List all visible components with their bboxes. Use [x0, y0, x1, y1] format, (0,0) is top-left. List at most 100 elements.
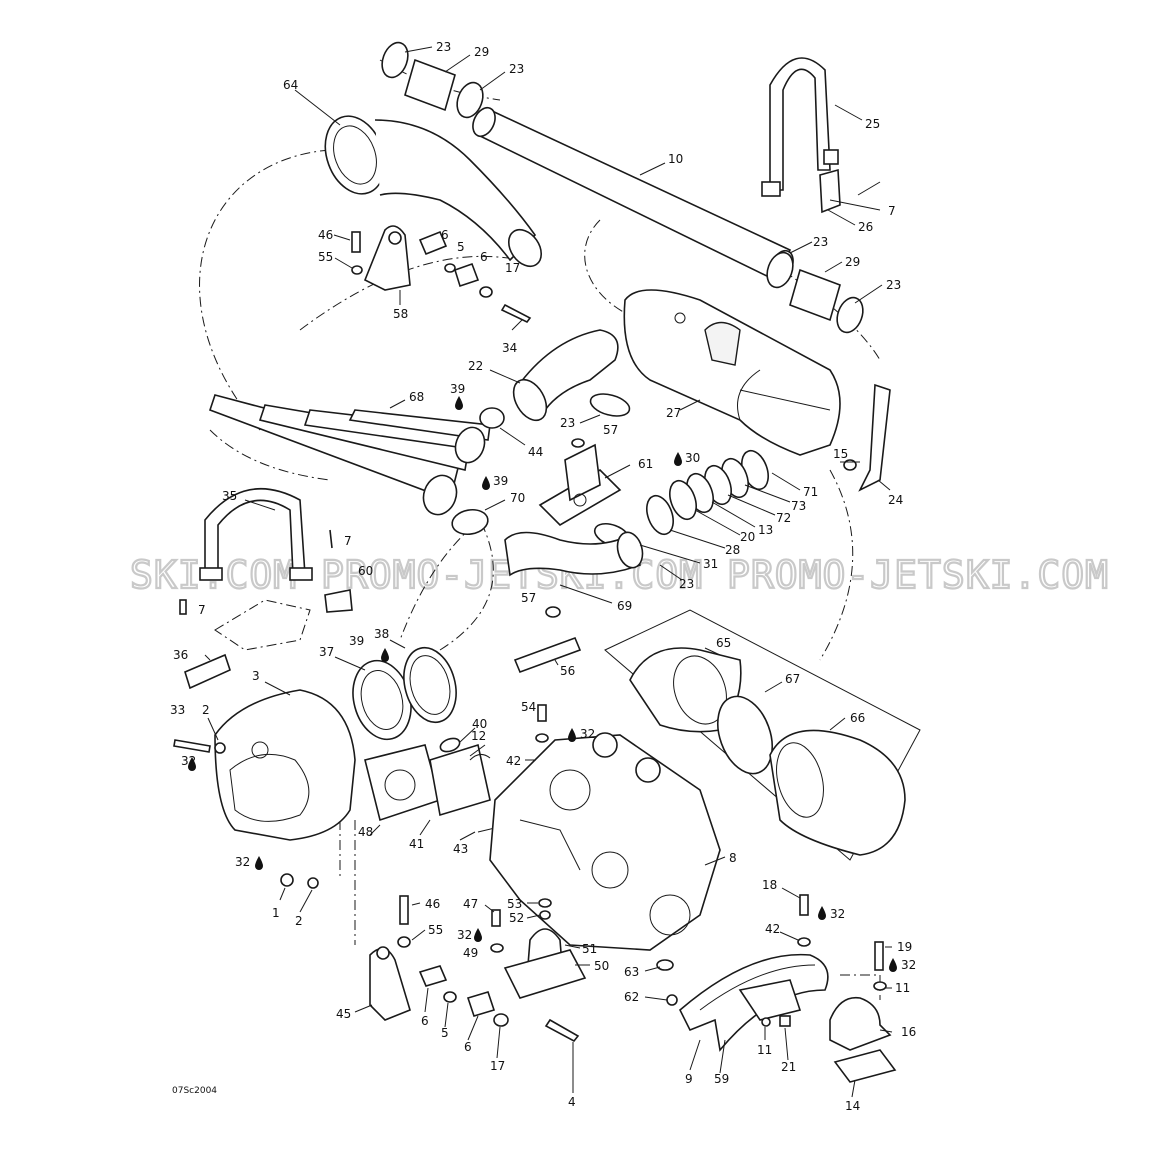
callout: 38 — [374, 627, 389, 641]
exhaust-manifold-3 — [173, 689, 356, 841]
bolt-19 — [874, 941, 884, 971]
clamp-23f — [616, 531, 644, 569]
ring-67 — [717, 695, 773, 775]
canister-65 — [629, 647, 742, 733]
callout: 71 — [803, 485, 818, 499]
washer-2b — [307, 877, 319, 889]
callout: 17 — [490, 1059, 505, 1073]
callout: 13 — [758, 523, 773, 537]
callout: 35 — [222, 489, 237, 503]
rivet-7b — [329, 529, 333, 549]
bolt-46a — [351, 231, 361, 253]
callout: 2 — [202, 703, 210, 717]
resonator-inset — [604, 609, 921, 861]
lubricant-drop-icons — [188, 396, 897, 972]
clamp-23e — [589, 393, 631, 417]
drop-icon — [674, 452, 682, 466]
bolt-18-group — [797, 894, 811, 947]
callout: 57 — [603, 423, 618, 437]
ring-28 — [646, 494, 674, 536]
guard-9 — [656, 953, 829, 1052]
bracket-59 — [738, 979, 802, 1021]
callout: 23 — [813, 235, 828, 249]
callout: 73 — [791, 499, 806, 513]
callout: 23 — [436, 40, 451, 54]
clip-12 — [469, 754, 491, 761]
callout: 72 — [776, 511, 791, 525]
hose-29-right — [766, 251, 864, 334]
callout: 44 — [528, 445, 543, 459]
clamp-23a — [381, 41, 409, 79]
engine-mount-51 — [490, 898, 587, 999]
hose-69 — [451, 508, 644, 577]
callout: 5 — [441, 1026, 449, 1040]
callout: 24 — [888, 493, 903, 507]
callout: 27 — [666, 406, 681, 420]
callout: 39 — [493, 474, 508, 488]
callout: 31 — [703, 557, 718, 571]
callout: 62 — [624, 990, 639, 1004]
bracket-24 — [843, 383, 891, 492]
washer-17a — [479, 286, 493, 298]
callout: 23 — [679, 577, 694, 591]
callout: 59 — [714, 1072, 729, 1086]
bushing-6d — [466, 991, 496, 1017]
callout: 58 — [393, 307, 408, 321]
screw-62 — [666, 994, 678, 1006]
callout: 39 — [450, 382, 465, 396]
bolt-21 — [779, 1015, 791, 1027]
drop-icon — [474, 928, 482, 942]
callout: 7 — [888, 204, 896, 218]
callout: 32 — [830, 907, 845, 921]
bushing-6a — [418, 230, 448, 256]
hose-22 — [512, 329, 631, 422]
callout: 40 — [472, 717, 487, 731]
callout: 29 — [845, 255, 860, 269]
callout: 36 — [173, 648, 188, 662]
bracket-60 — [324, 589, 353, 613]
ring-20 — [669, 479, 697, 521]
tube-40 — [439, 737, 461, 753]
washer-55b — [397, 936, 411, 948]
bolt-46b — [399, 895, 409, 925]
drop-icon — [568, 728, 576, 742]
drop-icon — [255, 856, 263, 870]
drop-icon — [889, 958, 897, 972]
callout: 15 — [833, 447, 848, 461]
exhaust-elbow-64 — [324, 115, 543, 268]
callout: 26 — [858, 220, 873, 234]
callout: 65 — [716, 636, 731, 650]
callout: 53 — [507, 897, 522, 911]
callout: 18 — [762, 878, 777, 892]
clamp-23c — [766, 251, 794, 289]
drop-icon — [381, 648, 389, 662]
callout: 47 — [463, 897, 478, 911]
callout: 37 — [319, 645, 334, 659]
callout: 48 — [358, 825, 373, 839]
callout: 45 — [336, 1007, 351, 1021]
washer-17b — [493, 1013, 509, 1027]
bolt-54 — [537, 704, 547, 722]
callout: 11 — [757, 1043, 772, 1057]
callout: 55 — [318, 250, 333, 264]
callout: 23 — [509, 62, 524, 76]
bracket-58 — [351, 225, 532, 324]
bushing-6c — [418, 965, 448, 987]
callout: 19 — [897, 940, 912, 954]
rivet-7c — [179, 599, 187, 615]
callout: 11 — [895, 981, 910, 995]
plate-50 — [503, 949, 587, 999]
bolt-57a — [571, 438, 585, 448]
washer-42b — [797, 937, 811, 947]
bracket-61 — [538, 438, 622, 527]
sleeve-5a — [444, 263, 456, 273]
buckle-26 — [819, 168, 841, 214]
clip-63 — [656, 959, 674, 971]
header-pipes-68 — [208, 394, 505, 516]
muffler-27 — [623, 289, 841, 456]
leader-lines — [204, 46, 893, 1098]
callout: 23 — [560, 416, 575, 430]
plate-56 — [513, 606, 582, 674]
engine-8 — [489, 704, 721, 951]
